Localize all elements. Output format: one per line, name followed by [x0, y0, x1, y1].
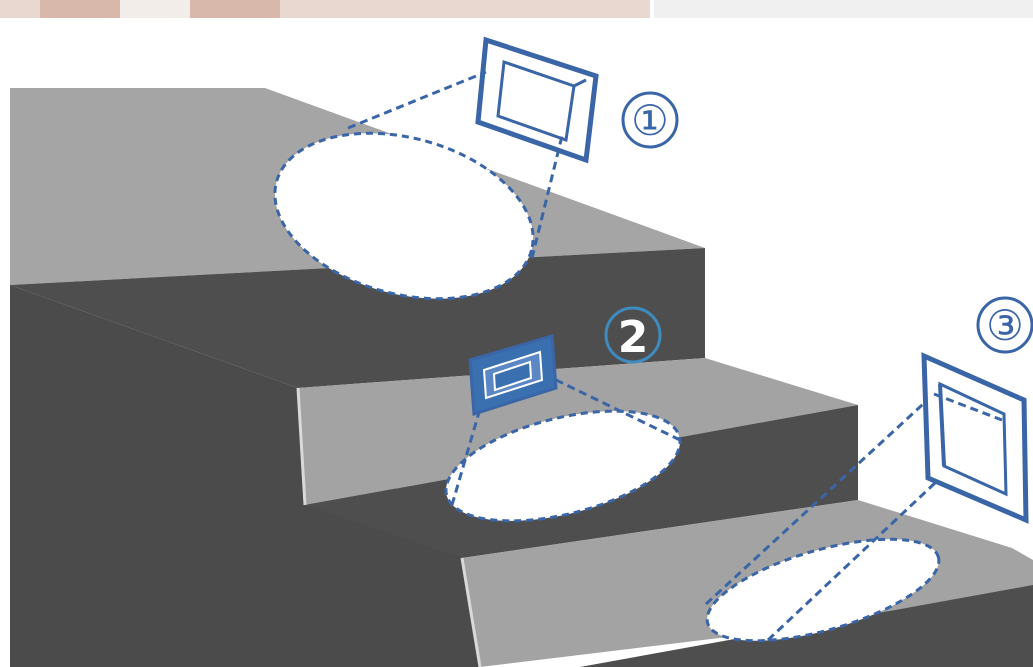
window-sensor-icon [924, 356, 1026, 520]
marker-3-label: ③ [986, 301, 1024, 350]
sensor-1-inner [498, 62, 574, 140]
window-sensor-icon [478, 40, 596, 160]
sensor-3-outer [924, 356, 1026, 520]
marker-1: ① [623, 93, 677, 147]
top-strip-right [654, 0, 1033, 18]
top-strip-highlight [120, 0, 190, 18]
marker-1-label: ① [631, 96, 669, 145]
marker-2-label: 2 [618, 312, 649, 363]
sensor-1-outer [478, 40, 596, 160]
sensor-1-corner [574, 80, 586, 86]
marker-3: ③ [978, 298, 1032, 352]
beam-1a [348, 72, 486, 128]
top-photo-strip [0, 0, 1033, 18]
top-strip-divider [650, 0, 654, 18]
